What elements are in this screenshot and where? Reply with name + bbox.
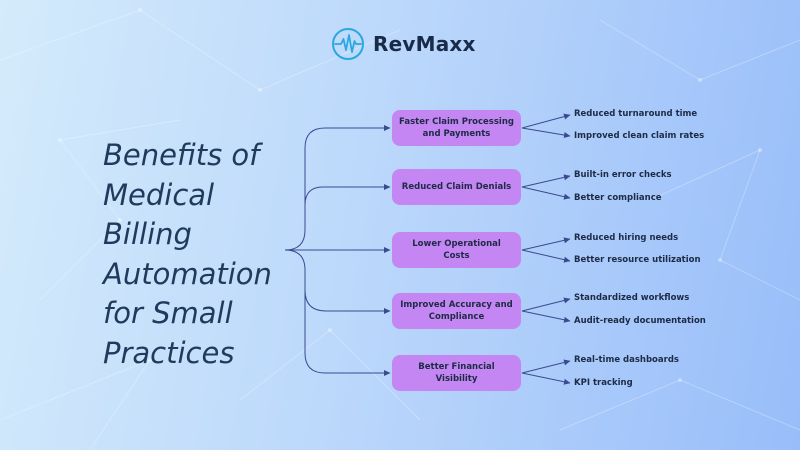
detail-arrow bbox=[521, 186, 571, 200]
benefit-detail: Real-time dashboards bbox=[574, 355, 679, 365]
benefit-detail: Audit-ready documentation bbox=[574, 316, 706, 326]
benefit-detail: Reduced hiring needs bbox=[574, 233, 679, 243]
root-brace-bottom bbox=[284, 249, 391, 376]
detail-arrow bbox=[521, 174, 571, 188]
detail-arrow bbox=[521, 127, 571, 138]
title-line: Benefits of bbox=[103, 138, 260, 172]
detail-arrow bbox=[521, 237, 571, 251]
heartbeat-circle-icon bbox=[332, 28, 364, 60]
detail-arrow bbox=[521, 113, 571, 129]
brand-name: RevMaxx bbox=[373, 32, 476, 56]
brand-header: RevMaxx bbox=[331, 27, 476, 61]
benefit-box: Lower Operational Costs bbox=[392, 232, 521, 268]
benefit-box: Reduced Claim Denials bbox=[392, 169, 521, 205]
benefit-detail: Better compliance bbox=[574, 193, 662, 203]
benefit-box: Improved Accuracy and Compliance bbox=[392, 293, 521, 329]
detail-arrow bbox=[521, 249, 571, 263]
benefit-box: Faster Claim Processing and Payments bbox=[392, 110, 521, 146]
benefit-detail: Reduced turnaround time bbox=[574, 109, 698, 119]
benefit-detail: Built-in error checks bbox=[574, 170, 672, 180]
root-brace-top bbox=[284, 125, 391, 251]
title-line: for Small bbox=[103, 296, 233, 330]
benefit-detail: Better resource utilization bbox=[574, 255, 701, 265]
page-title: Benefits of Medical Billing Automation f… bbox=[103, 136, 303, 373]
detail-arrow bbox=[521, 297, 571, 312]
title-line: Practices bbox=[103, 335, 235, 370]
title-line: Billing bbox=[103, 217, 192, 251]
detail-arrow bbox=[521, 359, 571, 374]
benefit-detail: Improved clean claim rates bbox=[574, 131, 705, 141]
root-brace-b2 bbox=[304, 184, 391, 206]
benefit-box: Better Financial Visibility bbox=[392, 355, 521, 391]
title-line: Automation bbox=[103, 256, 272, 291]
benefit-detail: KPI tracking bbox=[574, 378, 633, 388]
detail-arrow bbox=[521, 372, 571, 385]
detail-arrow bbox=[521, 310, 571, 323]
benefit-detail: Standardized workflows bbox=[574, 293, 690, 303]
root-brace-b4 bbox=[304, 289, 391, 314]
title-line: Medical bbox=[103, 177, 215, 212]
